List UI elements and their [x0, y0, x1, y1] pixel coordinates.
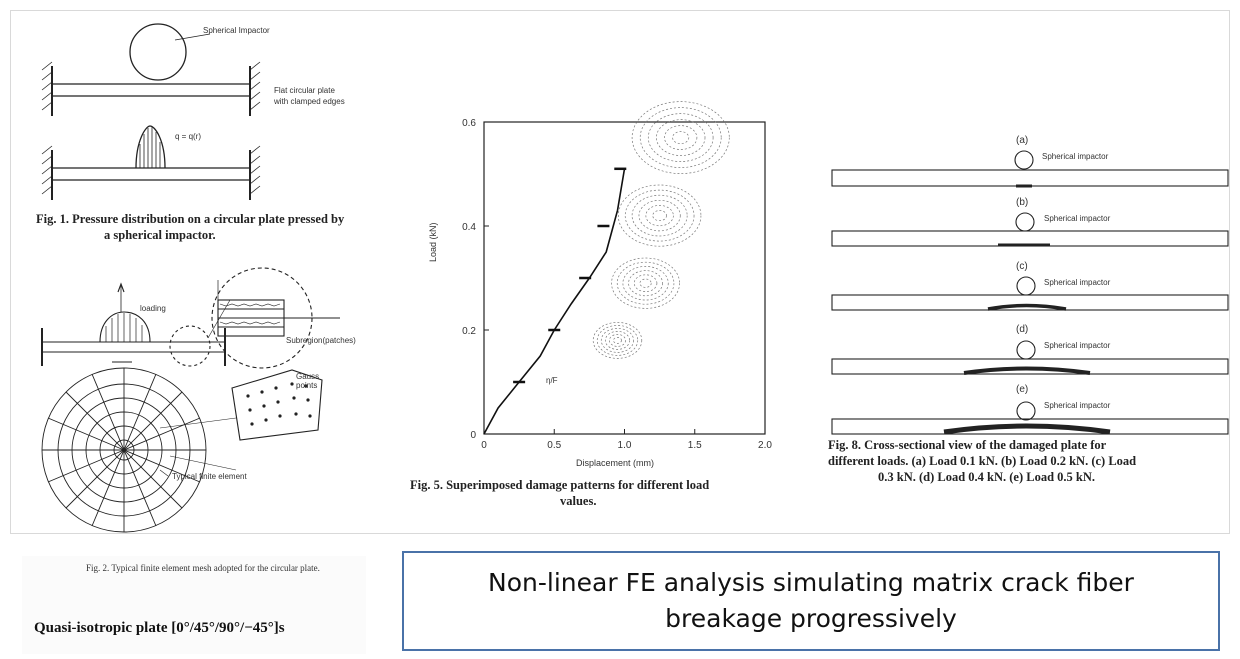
- damage-pattern-ring: [592, 322, 643, 359]
- damage-pattern-ring: [616, 261, 675, 305]
- fig5-caption-1: Fig. 5. Superimposed damage patterns for…: [410, 478, 710, 492]
- damage-pattern-ring: [672, 131, 690, 144]
- figure-panel: [10, 10, 1230, 534]
- damage-pattern-ring: [639, 278, 652, 288]
- damage-pattern-ring: [638, 199, 681, 232]
- x-tick-label: 1.5: [688, 440, 702, 451]
- damage-pattern-ring: [664, 125, 698, 150]
- damage-pattern-ring: [631, 194, 688, 237]
- fig8-impactor-c: Spherical impactor: [1044, 278, 1111, 287]
- gauss-label-2: points: [296, 381, 318, 390]
- laminate-label: Quasi-isotropic plate [0°/45°/90°/−45°]s: [34, 620, 285, 636]
- damage-pattern-ring: [600, 328, 635, 353]
- y-tick-label: 0.4: [462, 222, 476, 233]
- fig5-load-displacement-chart: 0 0.5 1.0 1.5 2.0 0 0.2 0.4 0.6: [462, 101, 772, 451]
- summary-line-2: breakage progressively: [665, 604, 957, 633]
- damage-pattern-ring: [604, 331, 630, 350]
- summary-box: Non-linear FE analysis simulating matrix…: [402, 551, 1220, 651]
- damage-pattern-ring: [652, 210, 667, 222]
- fig8-label-c: (c): [1016, 261, 1028, 272]
- fig8-caption-1: Fig. 8. Cross-sectional view of the dama…: [828, 438, 1107, 452]
- y-tick-label: 0.6: [462, 118, 476, 129]
- damage-pattern-ring: [596, 325, 639, 356]
- fig5-xlabel: Displacement (mm): [576, 458, 655, 468]
- x-tick-label: 0.5: [547, 440, 561, 451]
- fig8-label-e: (e): [1016, 384, 1029, 395]
- damage-pattern-ring: [611, 257, 680, 309]
- damage-pattern-ring: [645, 205, 674, 227]
- fig8-impactor-e: Spherical impactor: [1044, 401, 1111, 410]
- fig1-diagram: [41, 23, 261, 200]
- fig2-mesh-diagram: [41, 267, 340, 533]
- fig8-label-a: (a): [1016, 135, 1029, 146]
- plate-label-2: with clamped edges: [274, 97, 345, 106]
- damage-pattern-ring: [647, 113, 714, 162]
- fig2-caption-box: [22, 556, 366, 654]
- damage-pattern-ring: [631, 101, 730, 174]
- damage-pattern-ring: [609, 334, 626, 347]
- x-tick-label: 1.0: [618, 440, 632, 451]
- damage-pattern-ring: [622, 266, 669, 301]
- polar-mesh: [41, 367, 207, 533]
- plate-label-1: Flat circular plate: [274, 86, 335, 95]
- damage-pattern-ring: [613, 337, 622, 344]
- fig8-impactor-b: Spherical impactor: [1044, 214, 1111, 223]
- damage-pattern-ring: [617, 184, 702, 247]
- damage-pattern-ring: [628, 270, 663, 297]
- summary-line-1: Non-linear FE analysis simulating matrix…: [488, 568, 1134, 597]
- load-displacement-curve: [483, 168, 626, 435]
- fig5-caption-2: values.: [560, 494, 597, 508]
- pressure-curve: [135, 125, 166, 169]
- x-tick-label: 0: [481, 440, 487, 451]
- element-label: Typical finite element: [172, 472, 247, 481]
- fig8-caption-3: 0.3 kN. (d) Load 0.4 kN. (e) Load 0.5 kN…: [878, 470, 1096, 484]
- y-tick-label: 0: [470, 430, 476, 441]
- x-tick-label: 2.0: [758, 440, 772, 451]
- fig1-caption-1: Fig. 1. Pressure distribution on a circu…: [36, 212, 345, 226]
- fig8-impactor-d: Spherical impactor: [1044, 341, 1111, 350]
- loading-label: loading: [140, 304, 166, 313]
- gauss-label-1: Gauss: [296, 372, 320, 381]
- damage-pattern-ring: [624, 189, 695, 242]
- fig2-caption: Fig. 2. Typical finite element mesh adop…: [86, 563, 320, 573]
- impactor-sphere: [129, 23, 187, 81]
- fig5-annotation: η/F: [546, 376, 558, 385]
- damage-pattern-ring: [639, 107, 722, 168]
- fig8-label-d: (d): [1016, 324, 1029, 335]
- fig1-caption-2: a spherical impactor.: [104, 228, 216, 242]
- fig8-label-b: (b): [1016, 197, 1029, 208]
- fig8-caption-2: different loads. (a) Load 0.1 kN. (b) Lo…: [828, 454, 1137, 468]
- damage-pattern-ring: [633, 274, 658, 292]
- y-tick-label: 0.2: [462, 326, 476, 337]
- summary-text: Non-linear FE analysis simulating matrix…: [488, 565, 1134, 637]
- pressure-label: q = q(r): [175, 132, 202, 141]
- impactor-label: Spherical Impactor: [203, 26, 270, 35]
- fig8-impactor-a: Spherical impactor: [1042, 152, 1109, 161]
- fig8-cross-sections: [831, 150, 1229, 435]
- damage-pattern-ring: [656, 119, 706, 156]
- detail-label: Subregion(patches): [286, 336, 356, 345]
